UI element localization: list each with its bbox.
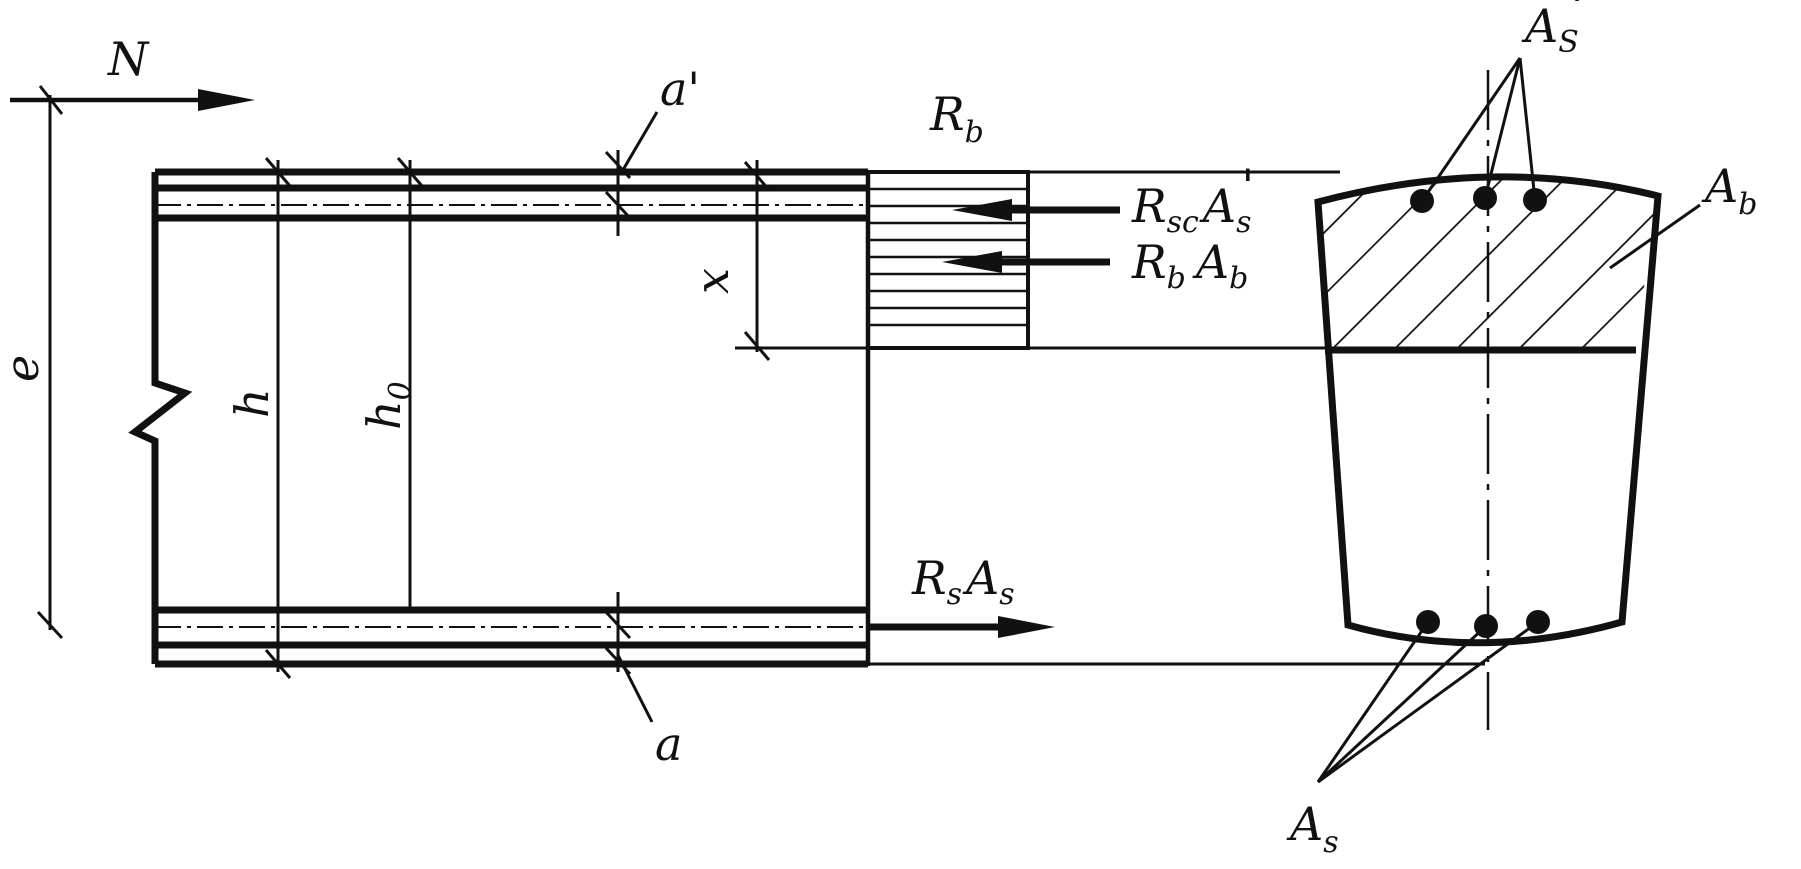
dimension-a: a (604, 592, 682, 771)
label-As-bottom: As (1286, 797, 1339, 860)
bottom-reinforcement-band (155, 606, 868, 649)
dimension-h: h (225, 157, 292, 679)
dimension-e: e (0, 95, 64, 640)
dimension-h0: h0 (357, 157, 424, 612)
dimension-x: x (685, 160, 868, 361)
leader-As-top (1420, 57, 1537, 202)
label-h0: h0 (357, 381, 418, 430)
leader-Ab (1609, 203, 1701, 270)
label-a: a (655, 717, 682, 771)
force-Rs-As: RsAs (868, 551, 1055, 638)
label-N: N (107, 32, 150, 86)
label-Rsc-As-prime: RscAs' (1131, 159, 1254, 240)
leader-As-bottom (1316, 620, 1539, 784)
label-Rb: Rb (929, 87, 984, 150)
cross-section-outline (1314, 173, 1662, 647)
label-h: h (225, 388, 279, 418)
beam-elevation (128, 168, 871, 668)
dimension-a-prime: a' (604, 62, 700, 236)
label-As-top: AS' (1521, 0, 1583, 60)
force-Rsc-arrowhead (952, 199, 1012, 221)
label-x: x (685, 268, 739, 294)
top-reinforcement-band (155, 184, 868, 222)
force-Rs-As-arrowhead (998, 616, 1055, 638)
label-e: e (0, 355, 49, 382)
axial-force-N: N (10, 32, 255, 115)
label-Rs-As: RsAs (911, 551, 1015, 612)
force-Rb-Ab-arrowhead (942, 251, 1002, 273)
label-Ab: Ab (1701, 159, 1757, 222)
force-Rsc-As-prime: RscAs' (952, 159, 1254, 240)
cross-section: AS' Ab As (1286, 0, 1757, 860)
label-a-prime: a' (660, 62, 700, 116)
axial-force-arrowhead (198, 89, 255, 111)
